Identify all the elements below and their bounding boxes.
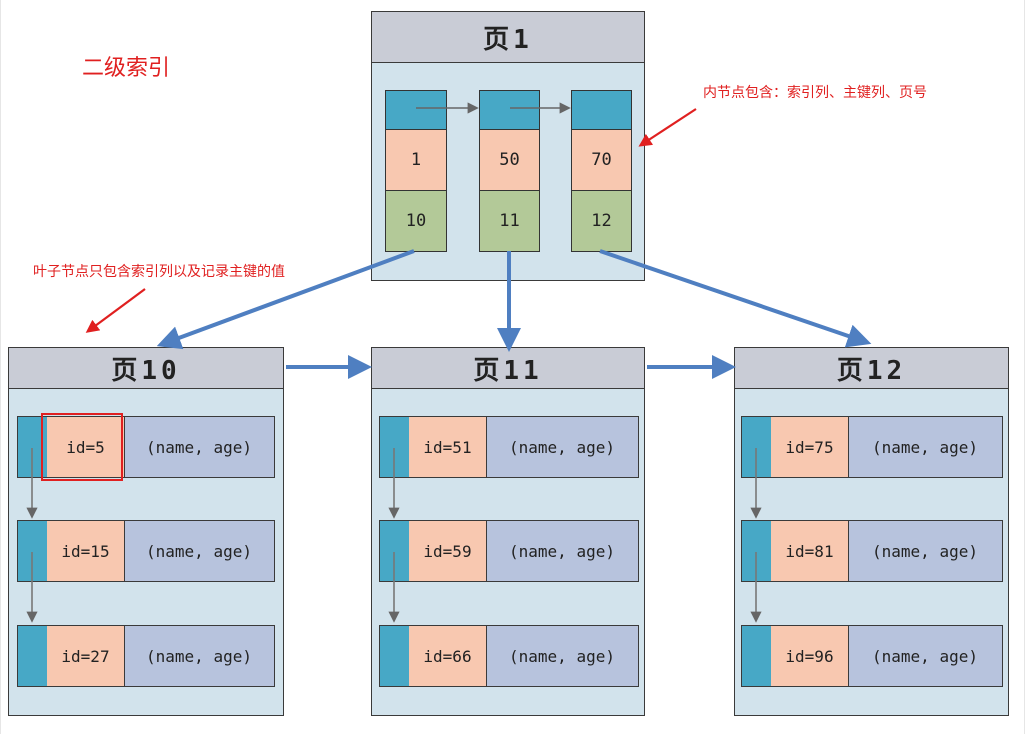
- annotation-arrow: [85, 288, 146, 333]
- annotation-arrow: [638, 108, 697, 147]
- record-id: id=15: [47, 521, 125, 581]
- record-id: id=27: [47, 626, 125, 686]
- record-id: id=59: [409, 521, 487, 581]
- root-to-leaf-arrow: [156, 249, 415, 350]
- leaf-page: 页11 id=51 (name, age) id=59 (name, age) …: [371, 347, 645, 716]
- record-columns: (name, age): [146, 646, 252, 666]
- root-page-title: 页1: [372, 12, 644, 63]
- root-entry-page-no: 12: [571, 190, 632, 252]
- record-columns: (name, age): [509, 437, 615, 457]
- leaf-record: id=81 (name, age): [741, 520, 1003, 582]
- inner-node-annotation: 内节点包含：索引列、主键列、页号: [703, 85, 927, 101]
- root-entry-key: 1: [385, 129, 447, 191]
- record-columns: (name, age): [872, 541, 978, 561]
- leaf-record: id=59 (name, age): [379, 520, 639, 582]
- root-entry-pointer: [571, 90, 632, 130]
- record-columns: (name, age): [509, 541, 615, 561]
- record-columns: (name, age): [146, 437, 252, 457]
- leaf-record: id=5 (name, age): [17, 416, 275, 478]
- root-page: 页1 1 10 50 11 70 12: [371, 11, 645, 281]
- record-id: id=81: [771, 521, 849, 581]
- leaf-page-title: 页10: [9, 348, 283, 389]
- root-to-leaf-arrow: [599, 249, 872, 348]
- record-id: id=66: [409, 626, 487, 686]
- leaf-record: id=15 (name, age): [17, 520, 275, 582]
- leaf-page-title: 页12: [735, 348, 1008, 389]
- leaf-record: id=96 (name, age): [741, 625, 1003, 687]
- record-id: id=96: [771, 626, 849, 686]
- leaf-record: id=51 (name, age): [379, 416, 639, 478]
- leaf-node-annotation: 叶子节点只包含索引列以及记录主键的值: [33, 264, 285, 280]
- highlight-box: [41, 413, 123, 481]
- record-id: id=75: [771, 417, 849, 477]
- leaf-record: id=27 (name, age): [17, 625, 275, 687]
- record-columns: (name, age): [872, 437, 978, 457]
- record-pointer: [742, 626, 772, 686]
- record-columns: (name, age): [872, 646, 978, 666]
- record-id: id=51: [409, 417, 487, 477]
- record-columns: (name, age): [509, 646, 615, 666]
- record-columns: (name, age): [146, 541, 252, 561]
- leaf-page-title: 页11: [372, 348, 644, 389]
- leaf-page: 页10 id=5 (name, age) id=15 (name, age) i…: [8, 347, 284, 716]
- root-entry-key: 70: [571, 129, 632, 191]
- leaf-record: id=66 (name, age): [379, 625, 639, 687]
- diagram-title: 二级索引: [82, 56, 171, 81]
- record-id: id=5: [47, 417, 125, 477]
- leaf-page: 页12 id=75 (name, age) id=81 (name, age) …: [734, 347, 1009, 716]
- leaf-record: id=75 (name, age): [741, 416, 1003, 478]
- root-entry-page-no: 10: [385, 190, 447, 252]
